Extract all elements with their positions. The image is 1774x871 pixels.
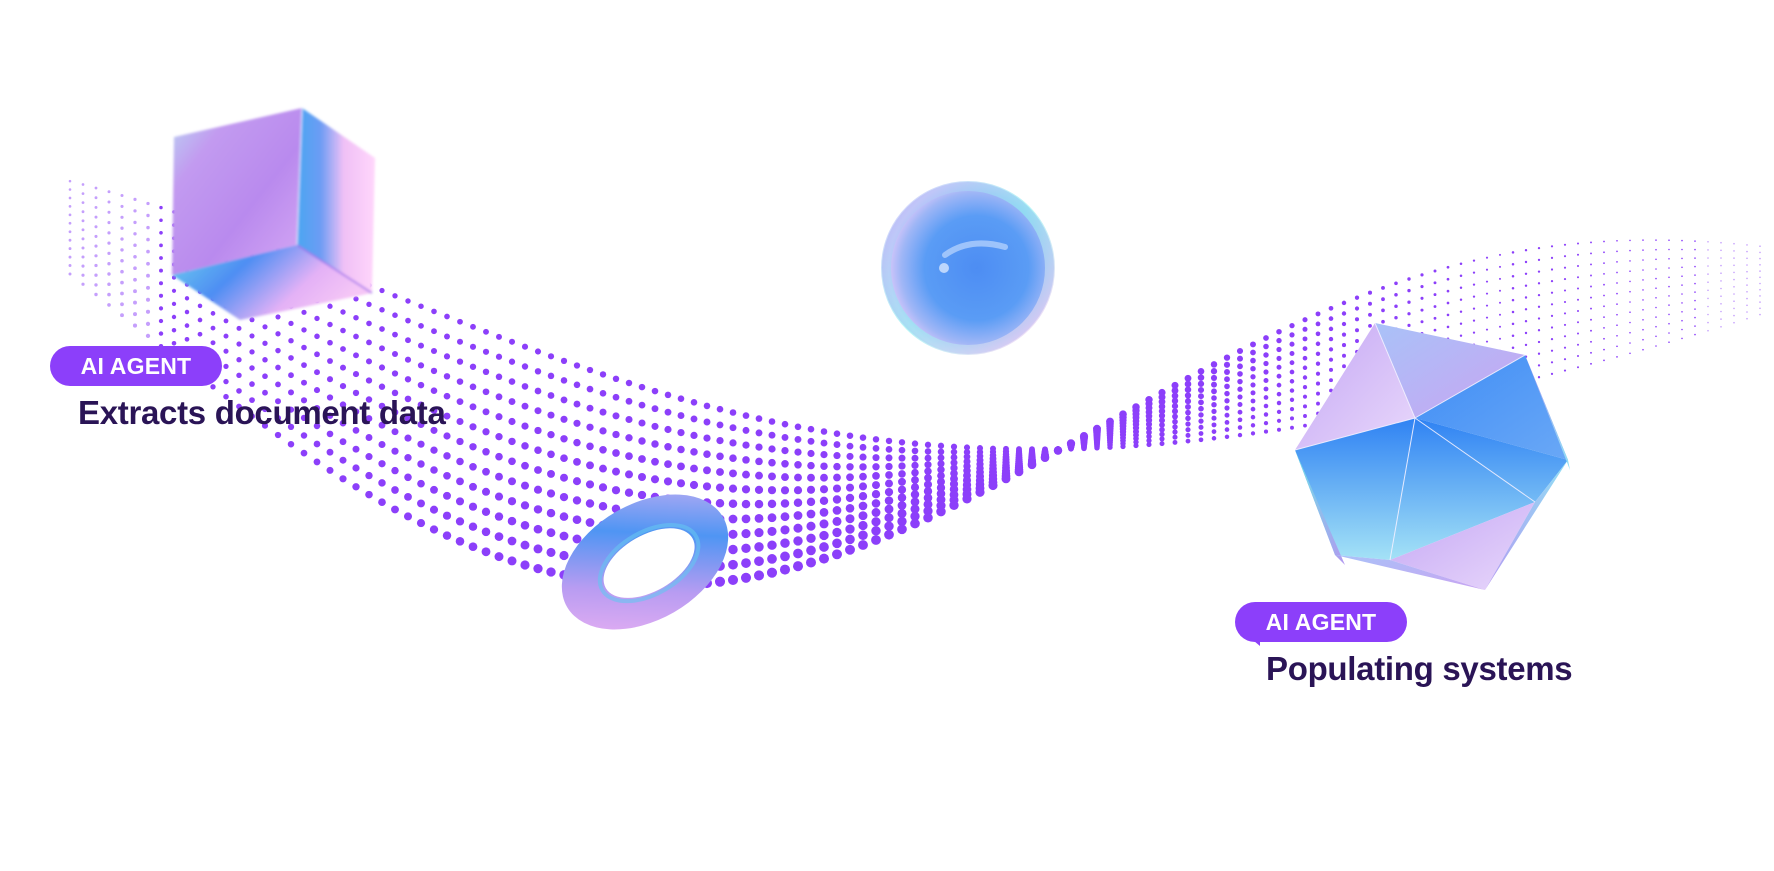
glass-torus-shape: [561, 494, 729, 630]
ai-agent-badge-right: AI AGENT: [1235, 602, 1407, 642]
speech-bubble-tail: [1248, 636, 1260, 646]
glass-sphere-shape: [881, 181, 1055, 355]
step-caption-extracts: Extracts document data: [78, 394, 446, 431]
glass-icosahedron-shape: [1294, 322, 1570, 590]
glass-cube-shape: [172, 107, 375, 320]
ai-agent-badge-left: AI AGENT: [50, 346, 222, 386]
badge-label: AI AGENT: [1265, 608, 1377, 635]
step-caption-populating: Populating systems: [1266, 650, 1573, 687]
badge-label: AI AGENT: [80, 352, 192, 379]
